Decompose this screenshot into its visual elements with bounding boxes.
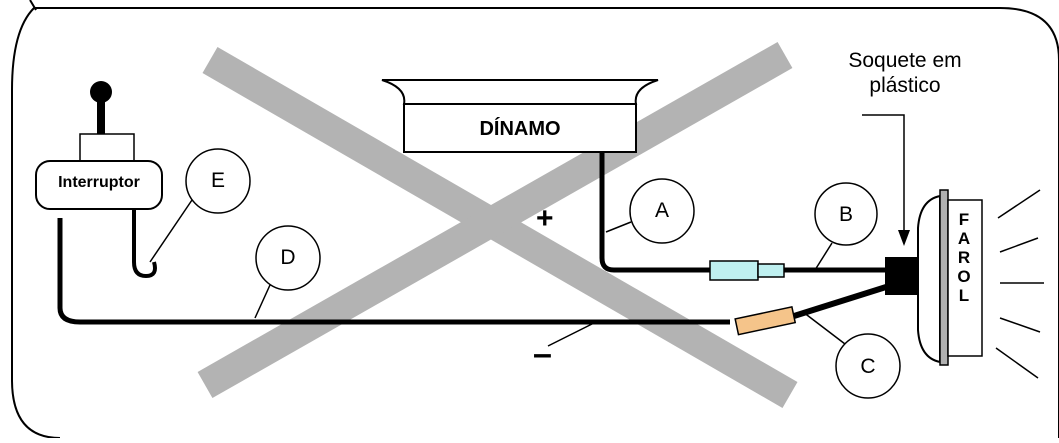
minus-leader <box>547 321 597 347</box>
dinamo-box <box>403 103 637 153</box>
border-tick <box>29 0 37 11</box>
minus-sign: – <box>533 335 552 373</box>
plus-sign: + <box>536 202 554 235</box>
wire-a <box>599 152 710 273</box>
callout-c-label: C <box>860 355 876 378</box>
connector-orange <box>734 306 797 336</box>
switch-cap <box>79 133 135 162</box>
wire-c <box>793 284 887 319</box>
switch-body <box>35 160 163 210</box>
callout-e <box>149 148 251 263</box>
farol-label: F A R O L <box>952 210 976 305</box>
connector-blue <box>709 260 759 281</box>
dinamo-label: DÍNAMO <box>479 118 561 140</box>
socket <box>885 257 919 295</box>
socket-label-line1: Soquete em <box>848 49 962 72</box>
socket-label: Soquete em plástico <box>790 48 1020 98</box>
farol-letter: F <box>958 210 970 229</box>
interruptor-label: Interruptor <box>58 174 140 191</box>
socket-label-line2: plástico <box>869 74 941 97</box>
lamp-lens <box>939 189 949 366</box>
light-rays <box>995 189 1044 379</box>
switch-knob <box>90 81 112 103</box>
hook-e <box>132 209 157 279</box>
callout-b-label: B <box>838 203 853 226</box>
socket-leader <box>862 114 905 232</box>
cross-line-2 <box>197 41 793 399</box>
callout-b <box>814 182 878 271</box>
callout-e-label: E <box>210 169 225 192</box>
callout-d-label: D <box>280 246 296 269</box>
callout-a <box>605 178 695 244</box>
socket-arrowhead <box>898 230 910 246</box>
dinamo-top <box>381 79 659 105</box>
farol-letter: A <box>957 229 971 248</box>
callout-c <box>802 311 901 399</box>
farol-letter: R <box>957 248 971 267</box>
lamp-reflector <box>917 194 941 364</box>
farol-letter: O <box>957 267 971 286</box>
wire-d <box>57 218 730 325</box>
callout-a-label: A <box>654 199 669 222</box>
callout-d <box>254 225 321 319</box>
switch-lever <box>97 98 105 134</box>
connector-blue-tip <box>757 263 785 278</box>
farol-letter: L <box>958 286 970 305</box>
lamp-body <box>947 199 983 357</box>
